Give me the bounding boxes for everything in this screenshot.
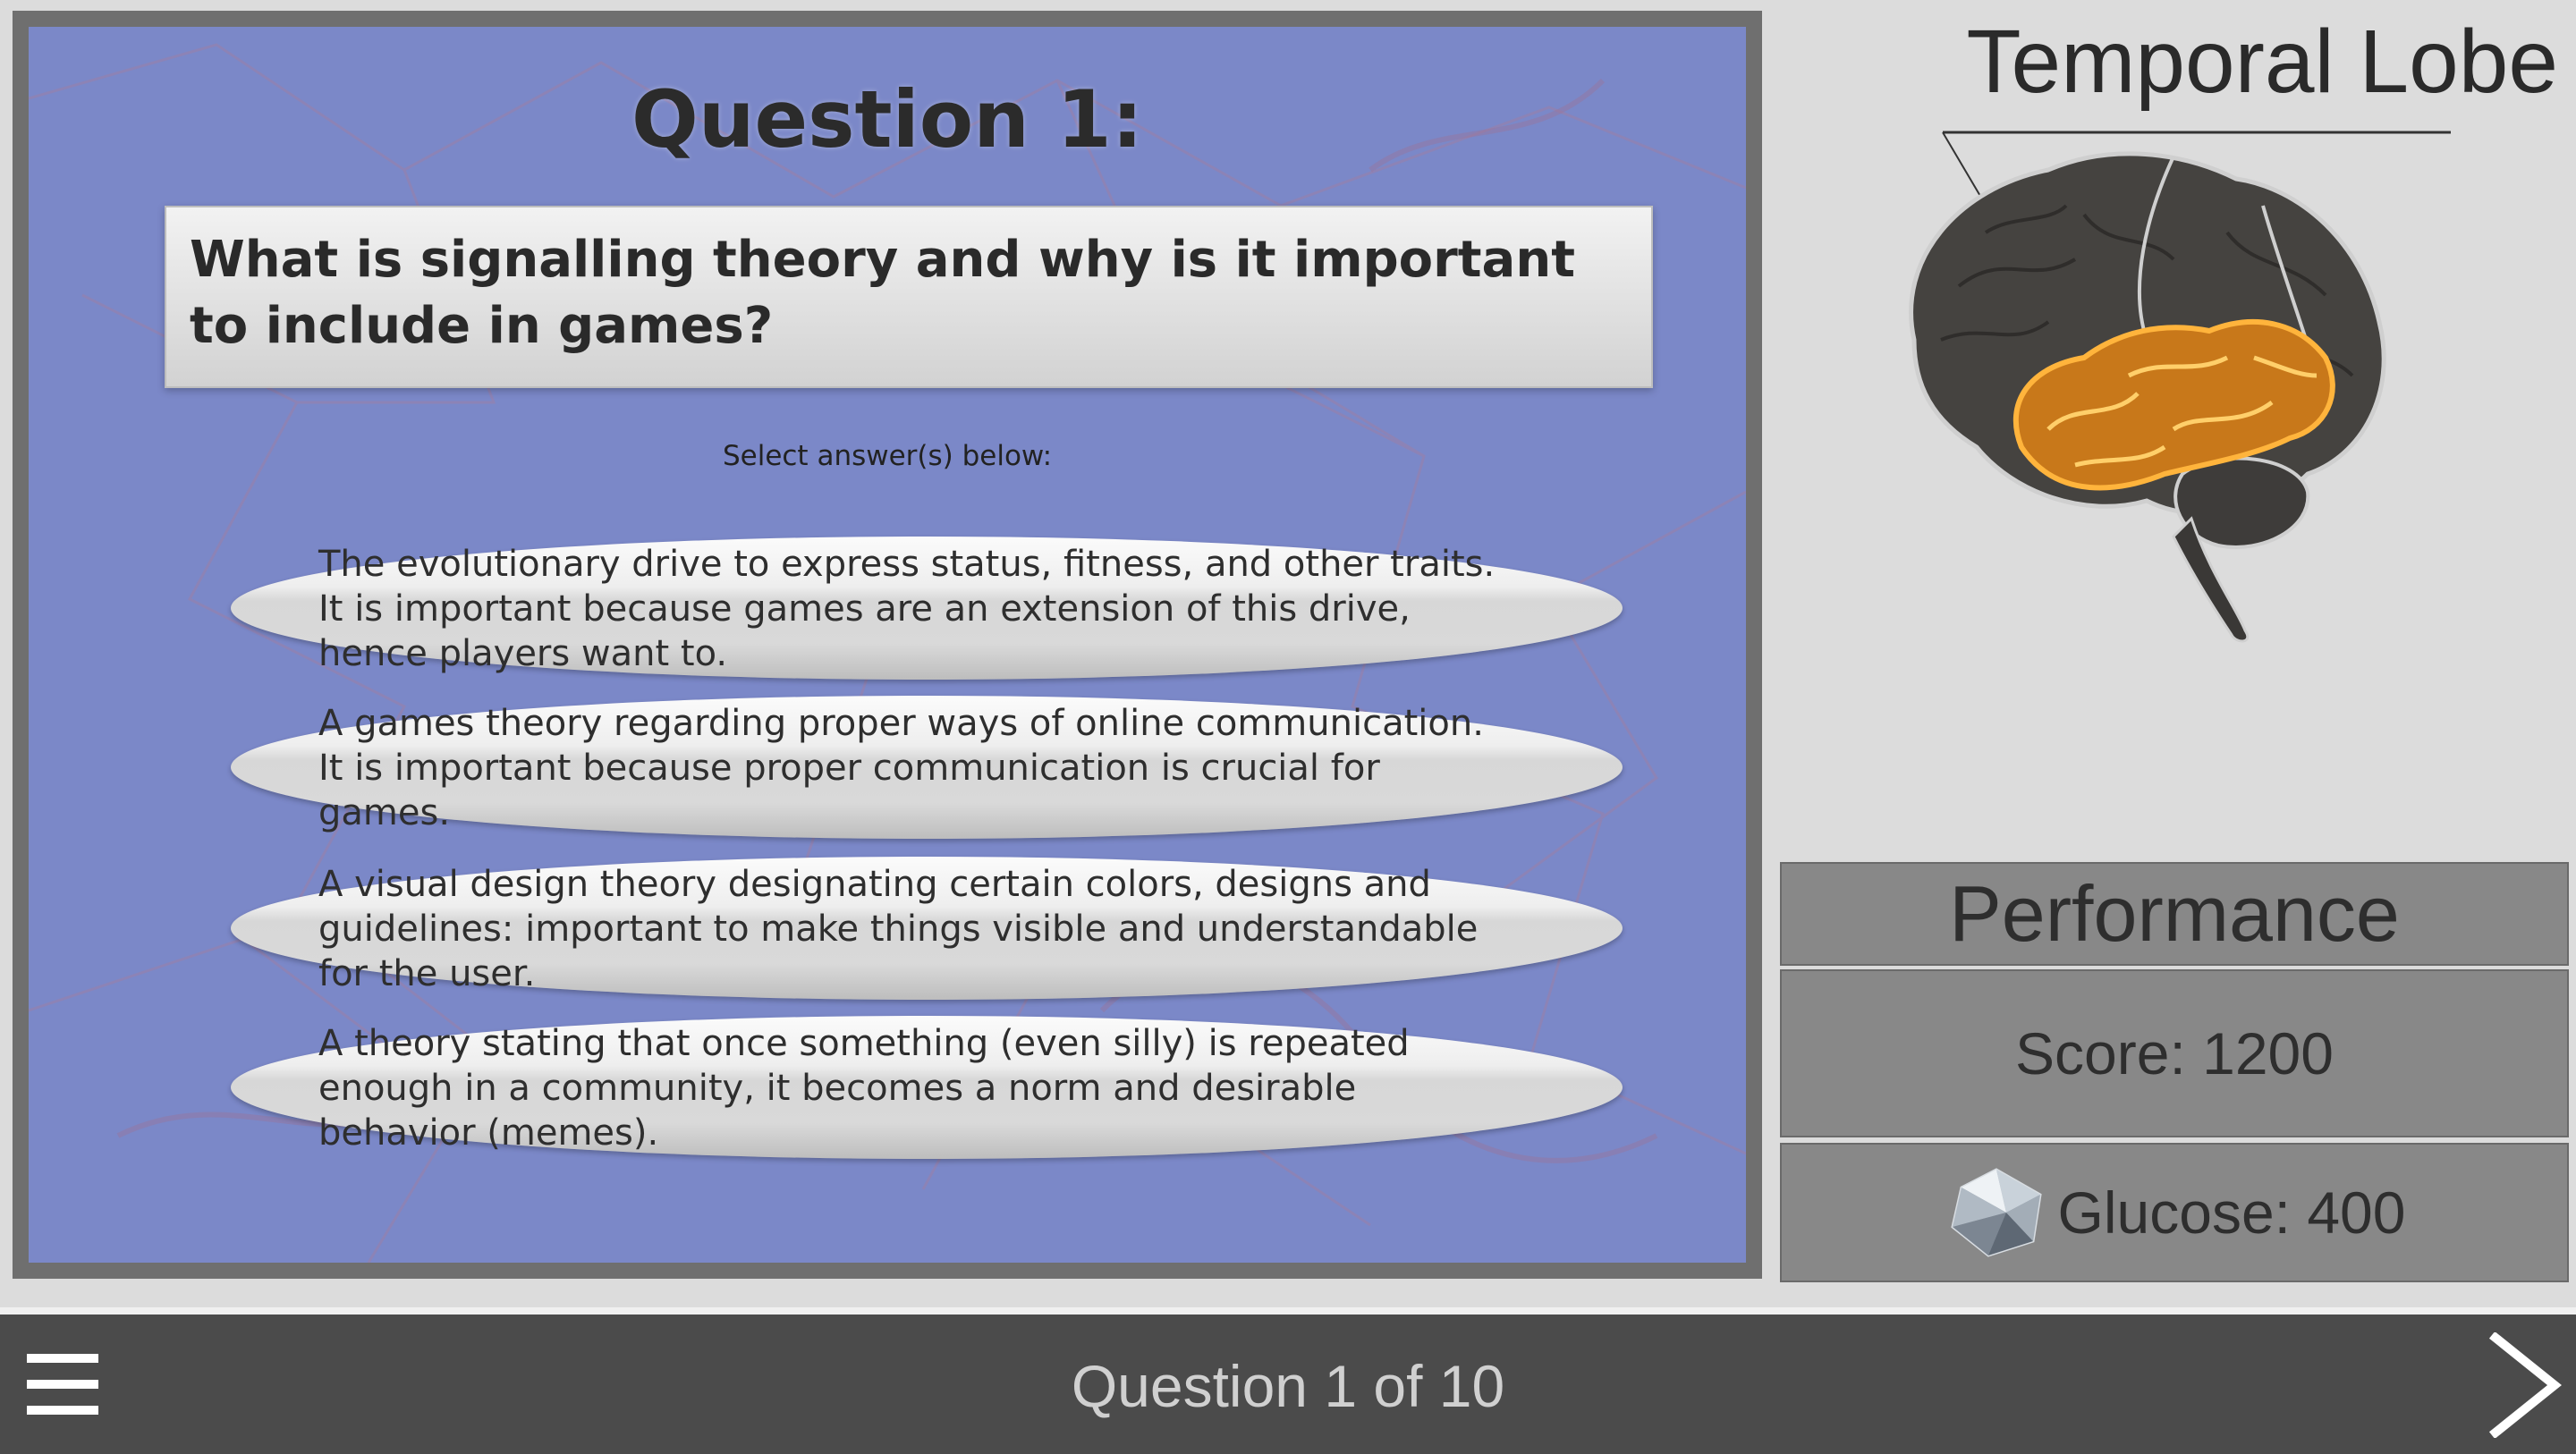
brain-region-title: Temporal Lobe bbox=[1966, 12, 2558, 112]
chevron-right-icon[interactable] bbox=[2483, 1332, 2563, 1438]
glucose-display: Glucose: 400 bbox=[1780, 1143, 2569, 1282]
performance-header: Performance bbox=[1780, 862, 2569, 966]
answer-option-1[interactable]: The evolutionary drive to express status… bbox=[231, 537, 1623, 680]
question-text: What is signalling theory and why is it … bbox=[165, 206, 1653, 388]
brain-icon bbox=[1909, 131, 2451, 643]
crystal-icon bbox=[1950, 1168, 2042, 1257]
question-progress: Question 1 of 10 bbox=[1071, 1353, 1505, 1419]
answer-option-4[interactable]: A theory stating that once something (ev… bbox=[231, 1016, 1623, 1159]
question-title: Question 1: bbox=[631, 73, 1143, 165]
bottom-navigation-bar: Question 1 of 10 bbox=[0, 1315, 2576, 1454]
quiz-panel: Question 1: What is signalling theory an… bbox=[13, 11, 1762, 1279]
answer-option-3[interactable]: A visual design theory designating certa… bbox=[231, 857, 1623, 1000]
answer-option-2[interactable]: A games theory regarding proper ways of … bbox=[231, 696, 1623, 839]
score-display: Score: 1200 bbox=[1780, 969, 2569, 1137]
hamburger-menu-icon[interactable] bbox=[27, 1354, 98, 1415]
bottom-divider bbox=[0, 1307, 2576, 1315]
select-answers-label: Select answer(s) below: bbox=[722, 440, 1053, 472]
glucose-label: Glucose: 400 bbox=[2057, 1179, 2406, 1246]
